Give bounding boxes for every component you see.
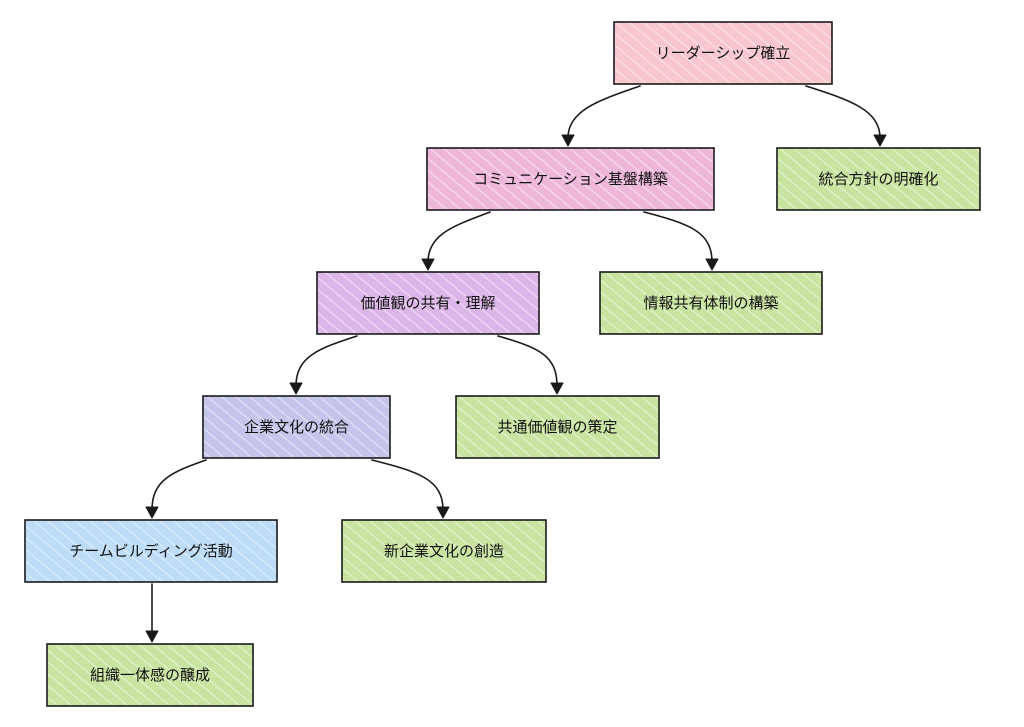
edge-comm-to-values xyxy=(421,211,491,271)
arrow-head-icon xyxy=(873,134,887,147)
node-label: 企業文化の統合 xyxy=(244,418,349,436)
node-hatch xyxy=(318,273,538,333)
node-hatch xyxy=(428,149,713,209)
node-teambuilding[interactable]: チームビルディング活動 xyxy=(24,519,278,583)
edge-leadership-to-comm xyxy=(561,85,641,147)
node-culture[interactable]: 企業文化の統合 xyxy=(202,395,391,459)
node-label: 価値観の共有・理解 xyxy=(360,294,495,312)
node-label: 統合方針の明確化 xyxy=(818,170,938,188)
edge-line xyxy=(151,459,207,511)
arrow-head-icon xyxy=(421,258,435,271)
node-label: 共通価値観の策定 xyxy=(497,418,617,436)
arrow-head-icon xyxy=(436,506,450,519)
node-label: 新企業文化の創造 xyxy=(384,542,504,560)
node-hatch xyxy=(457,397,658,457)
node-label: 情報共有体制の構築 xyxy=(643,294,778,312)
node-label: リーダーシップ確立 xyxy=(656,44,791,62)
arrow-head-icon xyxy=(145,506,159,519)
edge-leadership-to-policy xyxy=(805,85,887,147)
node-unity[interactable]: 組織一体感の醸成 xyxy=(46,643,254,707)
node-hatch xyxy=(343,521,545,581)
node-comm[interactable]: コミュニケーション基盤構築 xyxy=(426,147,715,211)
node-label: チームビルディング活動 xyxy=(69,542,233,560)
edge-culture-to-teambuilding xyxy=(145,459,207,519)
edge-comm-to-info xyxy=(643,211,719,271)
edge-line xyxy=(427,211,491,263)
node-values[interactable]: 価値観の共有・理解 xyxy=(316,271,540,335)
node-info[interactable]: 情報共有体制の構築 xyxy=(599,271,823,335)
arrow-head-icon xyxy=(705,258,719,271)
arrow-head-icon xyxy=(561,134,575,147)
node-hatch xyxy=(204,397,389,457)
node-label: 組織一体感の醸成 xyxy=(90,666,210,684)
edge-line xyxy=(497,335,558,387)
node-hatch xyxy=(601,273,821,333)
edge-line xyxy=(643,211,713,263)
node-leadership[interactable]: リーダーシップ確立 xyxy=(613,21,833,85)
node-hatch xyxy=(615,23,831,83)
node-common-values[interactable]: 共通価値観の策定 xyxy=(455,395,660,459)
node-hatch xyxy=(48,645,252,705)
edge-values-to-common-values xyxy=(497,335,564,395)
edge-values-to-culture xyxy=(289,335,358,395)
node-hatch xyxy=(26,521,276,581)
edges xyxy=(145,85,887,643)
edge-line xyxy=(295,335,358,387)
edge-line xyxy=(371,459,444,511)
node-hatch xyxy=(778,149,979,209)
node-new-culture[interactable]: 新企業文化の創造 xyxy=(341,519,547,583)
node-policy[interactable]: 統合方針の明確化 xyxy=(776,147,981,211)
edge-line xyxy=(567,85,641,139)
edge-culture-to-new-culture xyxy=(371,459,450,519)
edge-teambuilding-to-unity xyxy=(145,583,159,643)
edge-line xyxy=(805,85,881,139)
arrow-head-icon xyxy=(550,382,564,395)
node-label: コミュニケーション基盤構築 xyxy=(473,170,668,188)
arrow-head-icon xyxy=(289,382,303,395)
arrow-head-icon xyxy=(145,630,159,643)
